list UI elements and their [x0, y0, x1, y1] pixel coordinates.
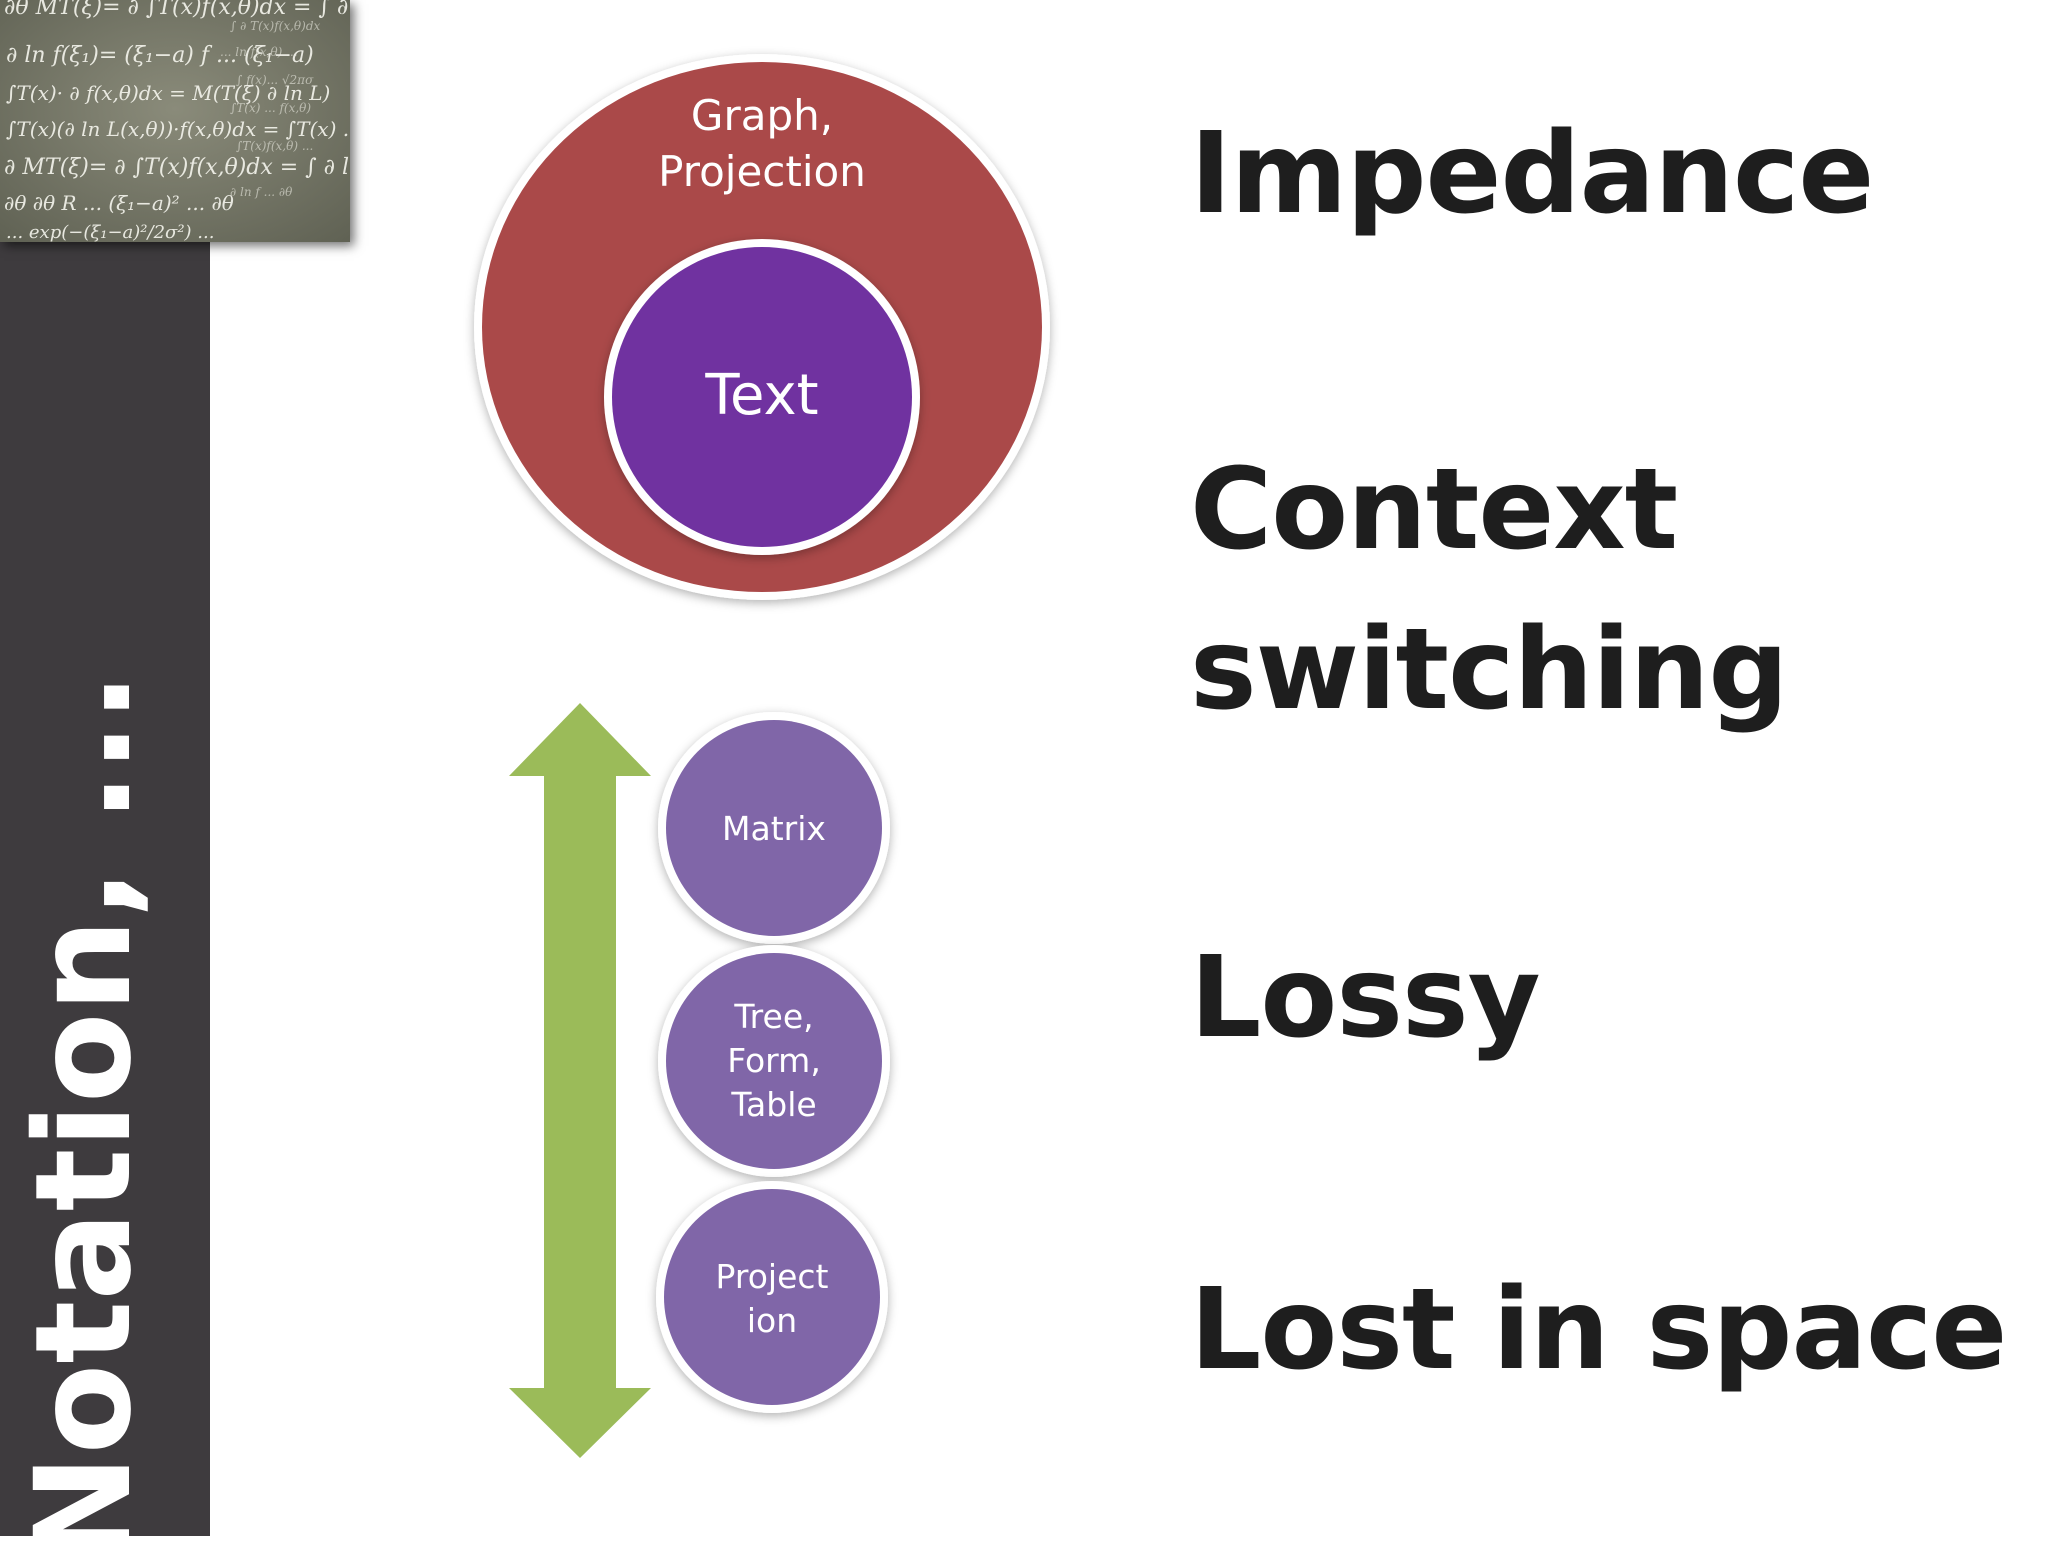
title-band: Notation, ... [0, 0, 210, 1564]
inner-circle [604, 239, 920, 555]
concept-lossy: Lossy [1190, 933, 1541, 1063]
outer-circle-label-line-2: Projection [658, 147, 866, 196]
svg-text:∂ ln f(ξ₁)= (ξ₁−a) f ... (ξ₁−a: ∂ ln f(ξ₁)= (ξ₁−a) f ... (ξ₁−a) [6, 43, 314, 68]
outer-circle-label-line-1: Graph, [691, 91, 833, 140]
svg-text:∂ ln f ... ∂θ: ∂ ln f ... ∂θ [230, 185, 293, 199]
equations-image: ∂θ MT(ξ)= ∂ ∫T(x)f(x,θ)dx = ∫ ∂ T(x)f ∂ … [0, 0, 350, 242]
scale-circle-tree-form-table [658, 945, 890, 1177]
svg-text:∫T(x)(∂ ln L(x,θ))·f(x,θ)dx =: ∫T(x)(∂ ln L(x,θ))·f(x,θ)dx = ∫T(x) ... [6, 117, 350, 141]
svg-text:∫T(x)f(x,θ) ...: ∫T(x)f(x,θ) ... [236, 139, 313, 153]
concept-impedance: Impedance [1190, 109, 1874, 239]
svg-text:∂θ ∂θ R ... (ξ₁−a)² ... ∂θ: ∂θ ∂θ R ... (ξ₁−a)² ... ∂θ [4, 191, 234, 215]
double-arrow-icon [509, 703, 651, 1458]
inner-circle-label: Text [704, 363, 818, 428]
scale-circle-label-tree-1: Tree, [733, 997, 813, 1036]
svg-text:... ln f(x,θ) ...: ... ln f(x,θ) ... [220, 45, 298, 59]
svg-text:∂ MT(ξ)= ∂ ∫T(x)f(x,θ)dx = ∫ ∂: ∂ MT(ξ)= ∂ ∫T(x)f(x,θ)dx = ∫ ∂ ln f [4, 155, 350, 180]
scale-circle-label-projection-2: ion [747, 1301, 797, 1340]
concept-context-switching: Context switching [1190, 445, 1788, 735]
scale-circle-projection [656, 1181, 888, 1413]
scale-circle-label-projection-1: Project [716, 1257, 829, 1296]
svg-text:∫T(x)· ∂ f(x,θ)dx = M(T(ξ) ∂ l: ∫T(x)· ∂ f(x,θ)dx = M(T(ξ) ∂ ln L) [6, 81, 330, 105]
scale-circle-label-tree-3: Table [730, 1085, 816, 1124]
concept-lost-in-space: Lost in space [1190, 1265, 2007, 1395]
scale-circle-matrix [658, 712, 890, 944]
svg-text:∫ f(x)... √2πσ: ∫ f(x)... √2πσ [236, 73, 314, 87]
scale-circle-label-tree-2: Form, [727, 1041, 821, 1080]
svg-text:∂θ MT(ξ)= ∂ ∫T(x)f(x,θ)dx = ∫: ∂θ MT(ξ)= ∂ ∫T(x)f(x,θ)dx = ∫ ∂ T(x)f [4, 0, 350, 20]
svg-text:∫ ∂ T(x)f(x,θ)dx: ∫ ∂ T(x)f(x,θ)dx [230, 19, 321, 33]
svg-text:∫T(x) ... f(x,θ): ∫T(x) ... f(x,θ) [230, 101, 311, 115]
scale-circle-label-matrix: Matrix [722, 809, 826, 848]
svg-text:... exp(−(ξ₁−a)²/2σ²) ...: ... exp(−(ξ₁−a)²/2σ²) ... [6, 222, 214, 242]
